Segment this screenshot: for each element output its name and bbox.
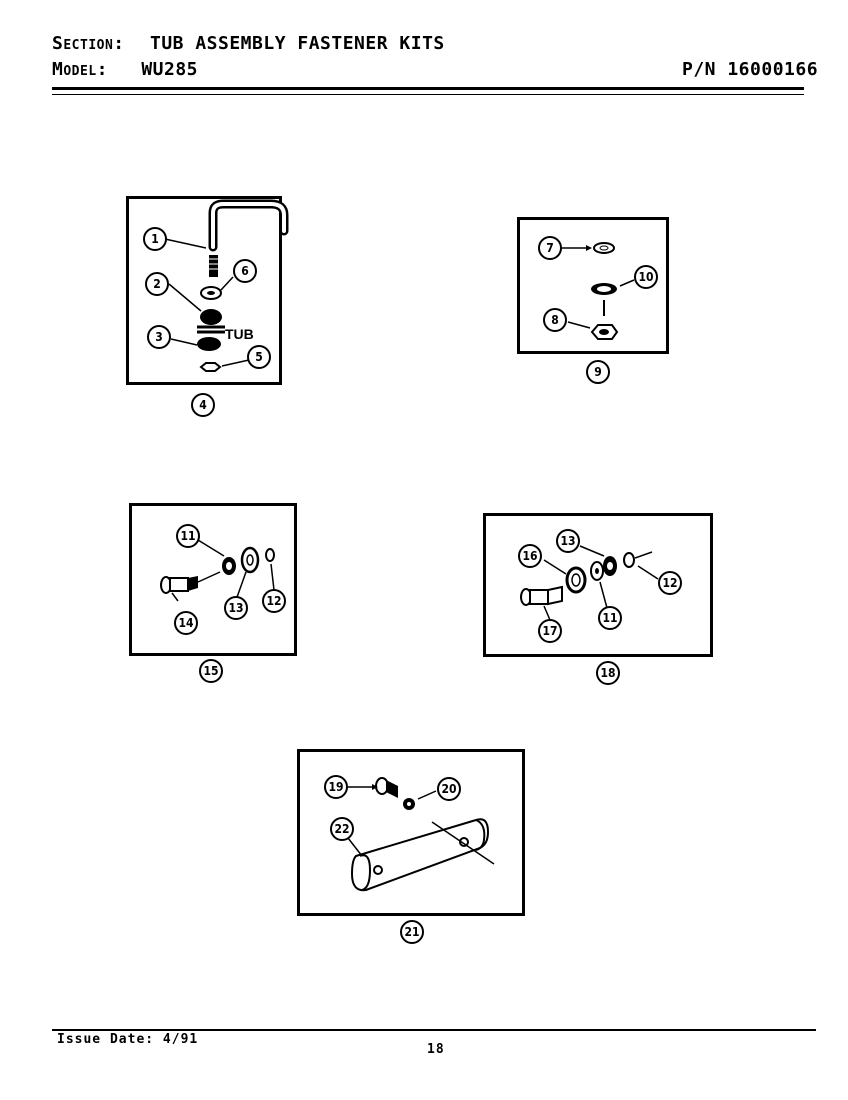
callout-22: 22	[330, 817, 354, 841]
callout-16: 16	[518, 544, 542, 568]
callout-11: 11	[176, 524, 200, 548]
bolt-washer-kit-drawing: 11 14 13 12	[160, 524, 286, 635]
header-rule-thin	[52, 94, 804, 95]
svg-text:18: 18	[600, 666, 615, 680]
kit-9-number: 9	[585, 359, 611, 385]
section-title: TUB ASSEMBLY FASTENER KITS	[149, 33, 445, 54]
callout-2: 2	[145, 272, 169, 296]
kit-18-diagram: 13 16 12 17 11	[483, 513, 713, 657]
page-number: 18	[427, 1042, 445, 1057]
model-label: Model:	[52, 59, 108, 80]
svg-text:16: 16	[522, 549, 537, 563]
svg-text:2: 2	[153, 277, 161, 291]
svg-text:12: 12	[662, 576, 677, 590]
kit-15-diagram: 11 14 13 12	[129, 503, 297, 656]
svg-text:7: 7	[546, 241, 554, 255]
callout-12: 12	[262, 589, 286, 613]
svg-text:4: 4	[199, 398, 207, 412]
shoulder-bolt-kit-drawing: 13 16 12 17 11	[518, 529, 682, 643]
svg-text:6: 6	[241, 264, 249, 278]
svg-text:3: 3	[155, 330, 163, 344]
svg-text:5: 5	[255, 350, 263, 364]
model-line: Model: WU285	[52, 59, 198, 80]
svg-text:10: 10	[638, 270, 653, 284]
callout-3: 3	[147, 325, 171, 349]
hook-bolt-assembly-drawing: 1 2 3 5 6 TUB	[143, 199, 289, 372]
bracket-bolt-kit-drawing: 19 20 22	[324, 775, 495, 892]
part-number: P/N 16000166	[682, 59, 819, 80]
svg-text:9: 9	[594, 365, 602, 379]
tub-label: TUB	[225, 326, 254, 342]
callout-5: 5	[247, 345, 271, 369]
footer-rule	[52, 1029, 816, 1031]
svg-text:22: 22	[334, 822, 349, 836]
kit-15-number: 15	[198, 658, 224, 684]
nut-washer-kit-drawing: 7 10 8	[538, 236, 658, 340]
callout-14: 14	[174, 611, 198, 635]
callout-1: 1	[143, 227, 167, 251]
callout-13: 13	[224, 596, 248, 620]
callout-11: 11	[598, 606, 622, 630]
svg-text:15: 15	[203, 664, 218, 678]
kit-9-diagram: 7 10 8	[517, 217, 669, 354]
callout-6: 6	[233, 259, 257, 283]
kit-4-diagram: 1 2 3 5 6 TUB	[126, 196, 289, 385]
kit-21-number: 21	[399, 919, 425, 945]
section-line: Section: TUB ASSEMBLY FASTENER KITS	[52, 33, 445, 54]
kit-4-number: 4	[190, 392, 216, 418]
issue-date: Issue Date: 4/91	[57, 1032, 199, 1047]
model-number: WU285	[141, 59, 199, 80]
section-label: Section:	[52, 33, 125, 54]
callout-17: 17	[538, 619, 562, 643]
svg-text:21: 21	[404, 925, 419, 939]
callout-13: 13	[556, 529, 580, 553]
callout-8: 8	[543, 308, 567, 332]
svg-text:8: 8	[551, 313, 559, 327]
svg-text:19: 19	[328, 780, 343, 794]
svg-text:12: 12	[266, 594, 281, 608]
callout-10: 10	[634, 265, 658, 289]
callout-19: 19	[324, 775, 348, 799]
kit-18-number: 18	[595, 660, 621, 686]
callout-20: 20	[437, 777, 461, 801]
svg-text:20: 20	[441, 782, 456, 796]
header-rule-thick	[52, 87, 804, 90]
callout-7: 7	[538, 236, 562, 260]
callout-12: 12	[658, 571, 682, 595]
kit-21-diagram: 19 20 22	[297, 749, 525, 916]
svg-text:14: 14	[178, 616, 194, 630]
svg-text:11: 11	[180, 529, 195, 543]
svg-text:11: 11	[602, 611, 617, 625]
svg-text:13: 13	[560, 534, 575, 548]
svg-text:17: 17	[542, 624, 557, 638]
svg-text:1: 1	[151, 232, 159, 246]
svg-text:13: 13	[228, 601, 243, 615]
